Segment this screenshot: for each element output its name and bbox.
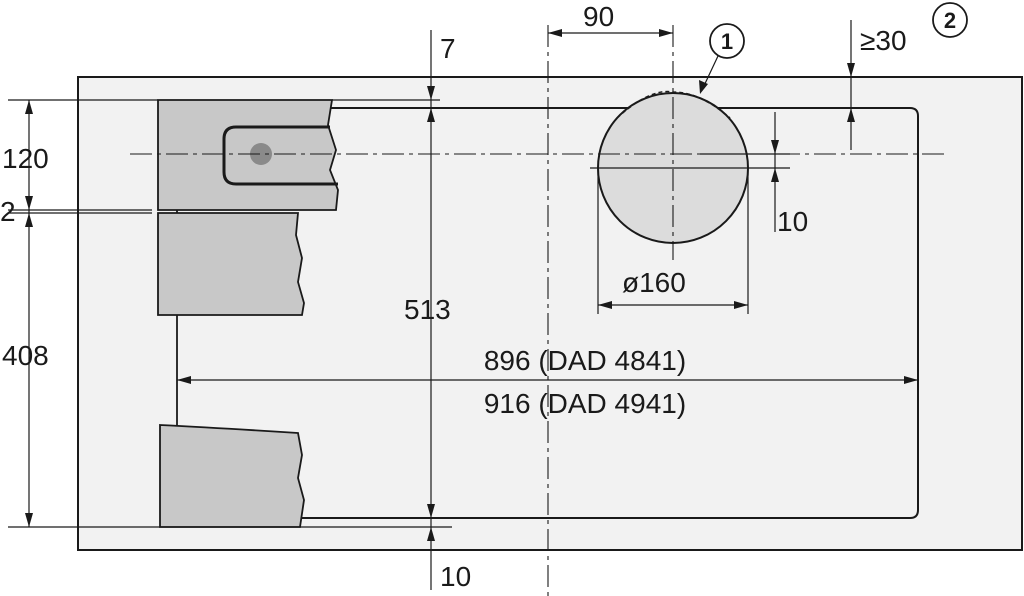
arrow-90-right bbox=[659, 29, 673, 37]
arrow-30-top bbox=[847, 63, 855, 77]
arrow-10-hole-bottom bbox=[771, 168, 779, 182]
label-7: 7 bbox=[440, 33, 456, 64]
label-diameter-160: ø160 bbox=[622, 267, 686, 298]
arrow-width-left bbox=[177, 376, 191, 384]
arrow-513-bottom bbox=[427, 504, 435, 518]
arrow-30-bottom bbox=[847, 108, 855, 122]
label-2: 2 bbox=[0, 196, 16, 227]
upper-cabinet bbox=[157, 99, 339, 211]
arrow-408-top bbox=[25, 213, 33, 227]
arrow-10-hole-top bbox=[771, 140, 779, 154]
arrow-120-top bbox=[25, 100, 33, 114]
label-10-bottom: 10 bbox=[440, 561, 471, 592]
label-120: 120 bbox=[2, 143, 49, 174]
arrow-408-bottom bbox=[25, 513, 33, 527]
arrow-160-right bbox=[734, 301, 748, 309]
arrow-10-bottom bbox=[427, 527, 435, 541]
callout-1-circle bbox=[709, 23, 745, 59]
middle-cabinet bbox=[157, 212, 305, 316]
lower-cabinet bbox=[159, 424, 305, 528]
knob-marker bbox=[250, 143, 272, 165]
label-513: 513 bbox=[404, 294, 451, 325]
label-min-30: ≥30 bbox=[860, 25, 907, 56]
label-408: 408 bbox=[2, 340, 49, 371]
callout-1-arrow bbox=[699, 80, 708, 94]
callout-2-circle bbox=[932, 2, 968, 38]
arrow-120-bottom bbox=[25, 196, 33, 210]
arrow-7-top bbox=[427, 86, 435, 100]
callout-1-label: 1 bbox=[721, 29, 733, 54]
arrow-90-left bbox=[548, 29, 562, 37]
duct-hole-dashed-arc bbox=[616, 90, 731, 119]
label-width-916: 916 (DAD 4941) bbox=[484, 388, 686, 419]
arrow-513-top bbox=[427, 108, 435, 122]
cutout-outline bbox=[300, 107, 919, 519]
label-width-896: 896 (DAD 4841) bbox=[484, 345, 686, 376]
control-slot bbox=[222, 125, 338, 186]
arrow-width-right bbox=[904, 376, 918, 384]
arrow-160-left bbox=[598, 301, 612, 309]
label-90: 90 bbox=[583, 1, 614, 32]
callout-2-label: 2 bbox=[944, 8, 956, 33]
label-10-hole: 10 bbox=[777, 206, 808, 237]
